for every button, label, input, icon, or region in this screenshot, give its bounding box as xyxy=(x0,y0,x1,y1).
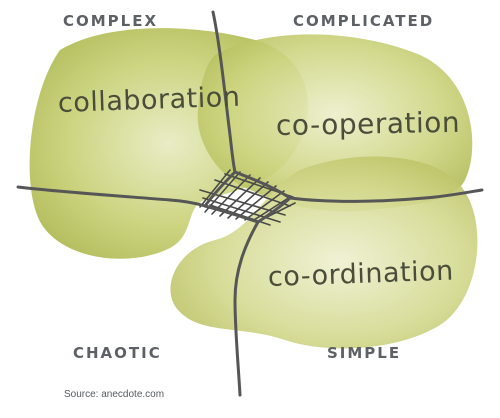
quadrant-label-chaotic: CHAOTIC xyxy=(73,344,162,362)
quadrant-label-simple: SIMPLE xyxy=(327,344,402,362)
mode-label-cooperation: co-operation xyxy=(275,105,461,142)
quadrant-label-complicated: COMPLICATED xyxy=(293,12,435,30)
mode-label-coordination: co-ordination xyxy=(267,255,455,293)
coordination-blob xyxy=(170,156,478,349)
source-credit: Source: anecdote.com xyxy=(64,389,165,400)
boundary-lines xyxy=(16,10,484,397)
quadrant-label-complex: COMPLEX xyxy=(63,12,159,30)
mode-label-collaboration: collaboration xyxy=(57,81,241,119)
